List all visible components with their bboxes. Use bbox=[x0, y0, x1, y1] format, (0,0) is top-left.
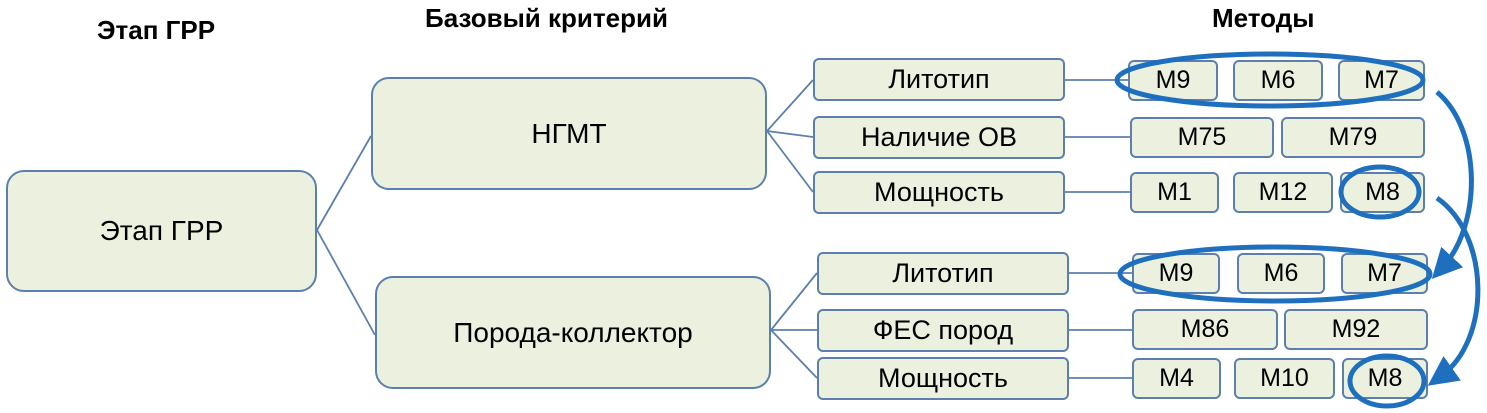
method-box: M86 bbox=[1132, 309, 1278, 350]
criterion-organic-matter: Наличие ОВ bbox=[813, 116, 1065, 159]
method-box: M8 bbox=[1340, 172, 1425, 213]
criterion-lithotype-2: Литотип bbox=[817, 252, 1069, 295]
method-box: M8 bbox=[1342, 358, 1428, 399]
header-criterion: Базовый критерий bbox=[425, 3, 668, 33]
method-box: M7 bbox=[1341, 253, 1428, 294]
connector-root-ngmt bbox=[316, 135, 372, 231]
method-box: M4 bbox=[1132, 358, 1221, 399]
criterion-lithotype-1: Литотип bbox=[813, 58, 1065, 101]
connector-ngmt-lith bbox=[766, 79, 814, 132]
header-methods: Методы bbox=[1212, 3, 1315, 33]
criterion-thickness-2: Мощность bbox=[817, 357, 1069, 400]
arrow-lithotype bbox=[1431, 90, 1474, 279]
connector-root-rock bbox=[316, 229, 376, 336]
connector-ngmt-thick bbox=[766, 130, 814, 193]
group-ngmt-box: НГМТ bbox=[371, 77, 767, 190]
criterion-thickness-1: Мощность bbox=[813, 171, 1065, 214]
connector-ngmt-ov bbox=[766, 130, 814, 138]
method-box: M1 bbox=[1130, 172, 1219, 213]
method-box: M6 bbox=[1237, 253, 1325, 294]
group-reservoir-box: Порода-коллектор bbox=[375, 276, 771, 389]
root-stage-box: Этап ГРР bbox=[6, 170, 317, 292]
connector-rock-thick bbox=[770, 329, 818, 379]
arrow-thickness bbox=[1427, 195, 1481, 386]
method-box: M79 bbox=[1281, 117, 1425, 158]
method-box: M9 bbox=[1132, 253, 1220, 294]
method-box: M92 bbox=[1284, 309, 1428, 350]
method-box: M75 bbox=[1130, 117, 1274, 158]
method-box: M6 bbox=[1233, 60, 1323, 101]
method-box: M12 bbox=[1233, 172, 1333, 213]
method-box: M7 bbox=[1338, 60, 1425, 101]
header-stage: Этап ГРР bbox=[97, 15, 216, 45]
method-box: M10 bbox=[1234, 358, 1335, 399]
method-box: M9 bbox=[1128, 60, 1218, 101]
criterion-fes: ФЕС пород bbox=[817, 309, 1069, 352]
connector-rock-lith bbox=[770, 272, 818, 331]
